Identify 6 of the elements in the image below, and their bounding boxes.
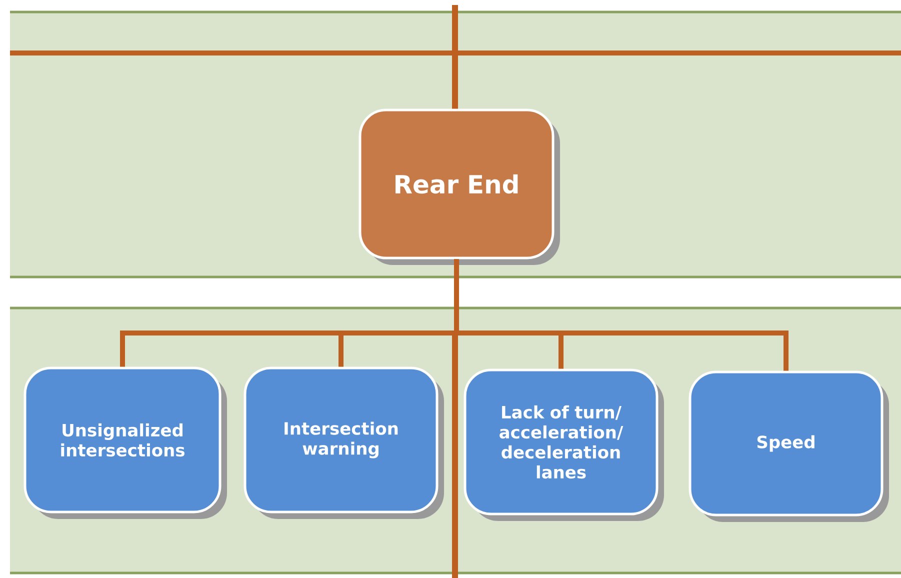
- rear-end-box: Rear End: [358, 108, 554, 260]
- factor-box: Unsignalized intersections: [24, 366, 222, 514]
- factor-box: Lack of turn/ acceleration/ deceleration lanes: [464, 368, 658, 516]
- factor-box: Speed: [688, 370, 884, 516]
- factor-box: Intersection warning: [244, 366, 438, 514]
- connector-line: [454, 259, 789, 371]
